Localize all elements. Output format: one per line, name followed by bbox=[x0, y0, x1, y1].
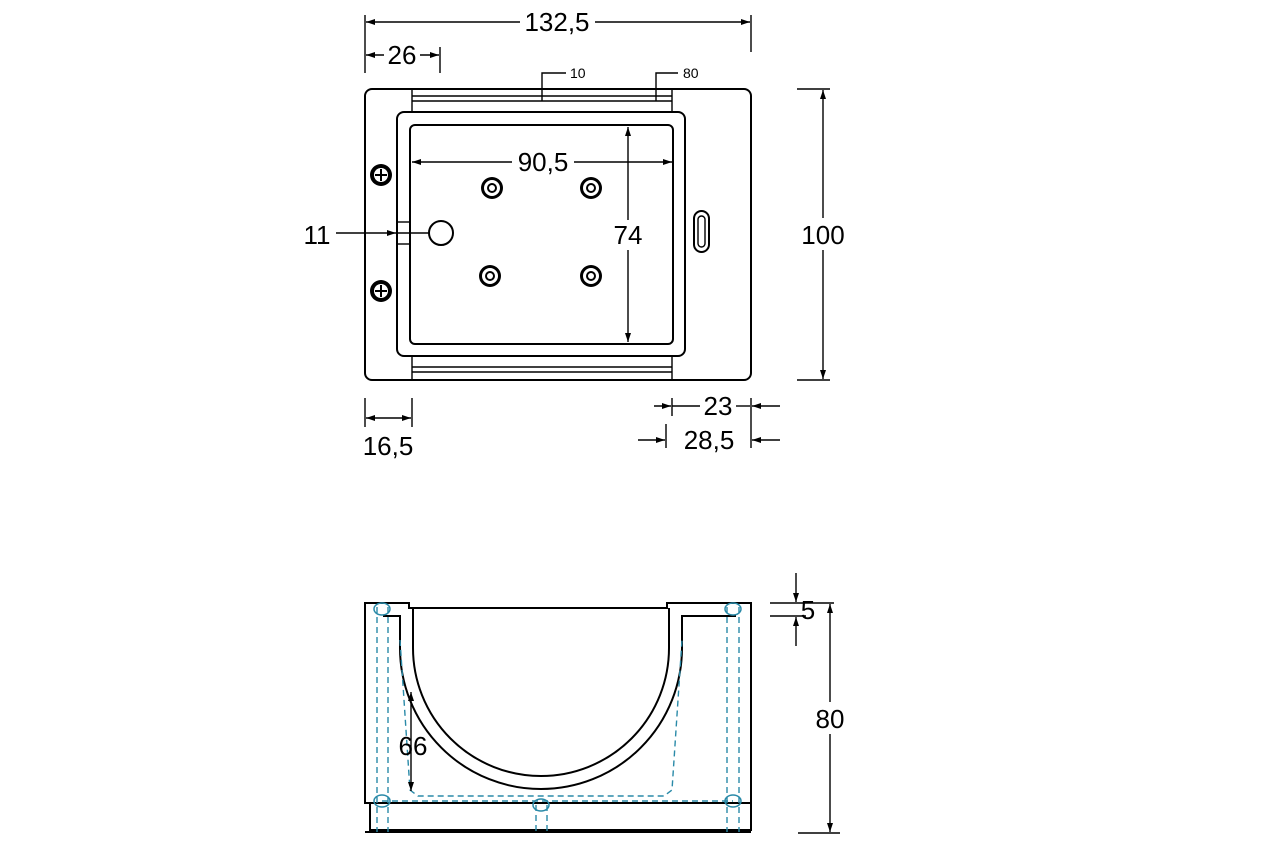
drain-hole bbox=[428, 220, 454, 246]
stud-icon bbox=[580, 265, 602, 287]
dim-channel-depth: 66 bbox=[399, 731, 428, 761]
dim-inner-height: 74 bbox=[614, 220, 643, 250]
dim-total-height: 80 bbox=[816, 704, 845, 734]
dim-slot-offset: 26 bbox=[388, 40, 417, 70]
top-view: 132,5 26 10 80 90,5 74 11 100 16,5 bbox=[304, 7, 845, 461]
base-plate bbox=[369, 802, 752, 831]
dim-wall-right-outer: 28,5 bbox=[684, 425, 735, 455]
hidden-channel bbox=[399, 639, 683, 797]
dim-overall-height: 100 bbox=[801, 220, 844, 250]
screw-icon bbox=[370, 280, 392, 302]
outer-frame bbox=[364, 88, 752, 381]
dim-inner-width: 90,5 bbox=[518, 147, 569, 177]
bolt-icon bbox=[373, 602, 742, 812]
callout-leader-b bbox=[655, 72, 678, 101]
channel-outer bbox=[383, 615, 736, 790]
stud-icon bbox=[481, 177, 503, 199]
section-view: 66 5 80 bbox=[364, 573, 845, 834]
handle-slot-inner bbox=[697, 215, 706, 248]
section-body bbox=[364, 602, 752, 804]
dim-wall-left: 16,5 bbox=[363, 431, 414, 461]
callout-leader-a bbox=[541, 72, 566, 101]
stud-icon bbox=[479, 265, 501, 287]
channel-inner bbox=[412, 608, 670, 777]
callout-a: 10 bbox=[570, 65, 586, 81]
dim-lip-height: 5 bbox=[801, 595, 815, 625]
dim-hole-offset: 11 bbox=[304, 220, 331, 250]
handle-slot bbox=[693, 210, 710, 253]
dim-overall-width: 132,5 bbox=[524, 7, 589, 37]
screw-icon bbox=[370, 164, 392, 186]
callout-b: 80 bbox=[683, 65, 699, 81]
stud-icon bbox=[580, 177, 602, 199]
dim-wall-right-inner: 23 bbox=[704, 391, 733, 421]
